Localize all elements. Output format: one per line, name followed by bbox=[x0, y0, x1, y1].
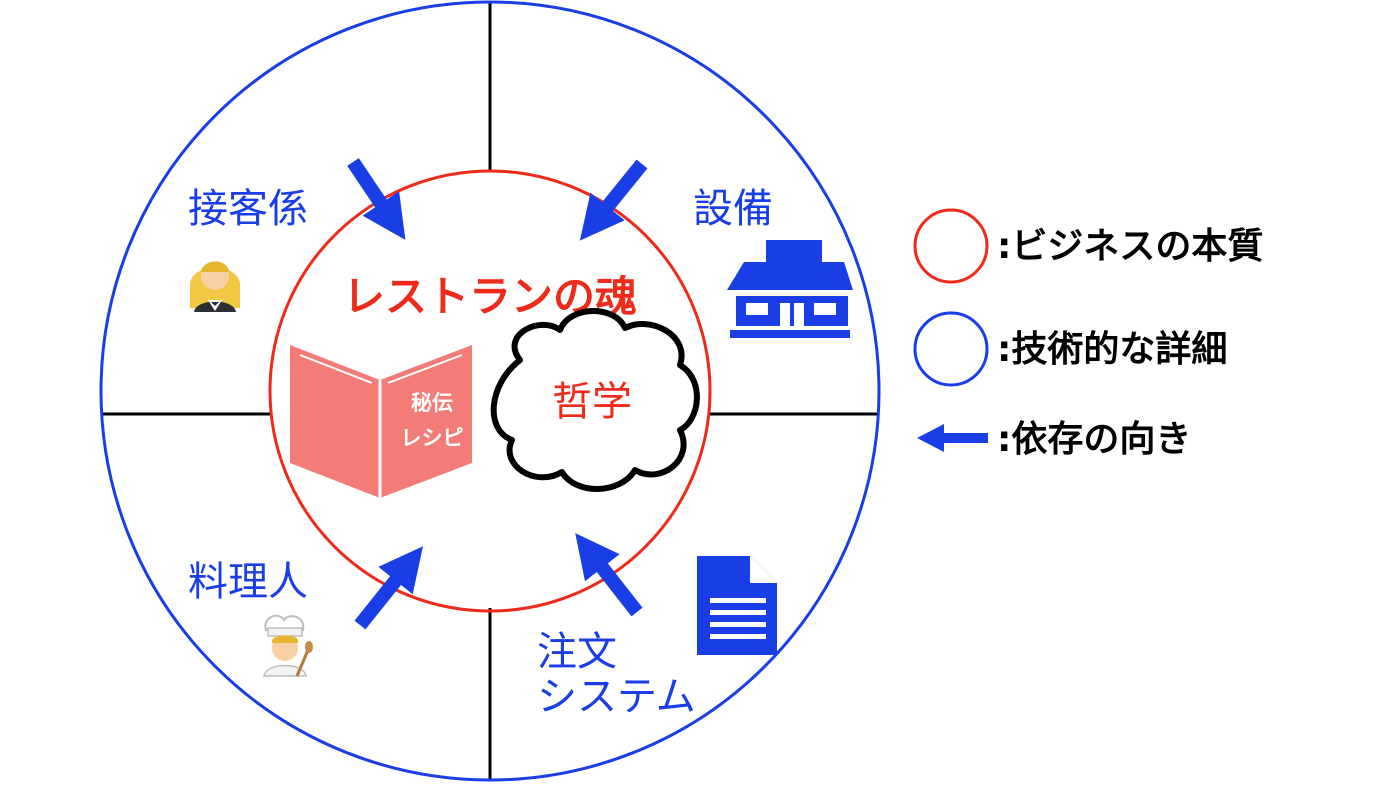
legend-dependency-direction: :依存の向き bbox=[997, 419, 1191, 460]
quadrant-dividers bbox=[102, 2, 878, 780]
chef-label: 料理人 bbox=[188, 559, 308, 605]
waiter-label: 接客係 bbox=[188, 186, 308, 232]
recipe-book-icon: 秘伝 レシピ bbox=[290, 345, 472, 498]
dependency-arrows bbox=[347, 158, 648, 630]
blue-circle-icon bbox=[913, 311, 989, 387]
order-system-label-line1: 注文 bbox=[537, 629, 617, 675]
document-icon bbox=[697, 556, 777, 655]
arrow-from-chef bbox=[354, 546, 423, 630]
book-label-line1: 秘伝 bbox=[411, 391, 453, 415]
arrow-from-order-system bbox=[575, 533, 643, 617]
red-circle-icon bbox=[913, 208, 989, 284]
store-building-icon bbox=[727, 240, 853, 338]
legend-technical-details: :技術的な詳細 bbox=[997, 329, 1227, 370]
philosophy-label: 哲学 bbox=[552, 379, 632, 425]
book-label-line2: レシピ bbox=[401, 426, 464, 450]
arrow-from-equipment bbox=[579, 159, 648, 241]
left-arrow-icon bbox=[917, 424, 988, 452]
equipment-label: 設備 bbox=[693, 186, 773, 232]
inner-circle-business bbox=[268, 169, 712, 613]
legend: :ビジネスの本質 :技術的な詳細 :依存の向き bbox=[913, 208, 1263, 460]
arrow-from-waiter bbox=[347, 158, 406, 240]
outer-circle-technical bbox=[99, 0, 881, 782]
philosophy-cloud-icon: 哲学 bbox=[490, 308, 700, 492]
legend-business-essence: :ビジネスの本質 bbox=[997, 226, 1263, 267]
order-system-label-line2: システム bbox=[537, 674, 696, 720]
chef-person-icon bbox=[263, 614, 313, 677]
waiter-person-icon bbox=[190, 261, 240, 312]
